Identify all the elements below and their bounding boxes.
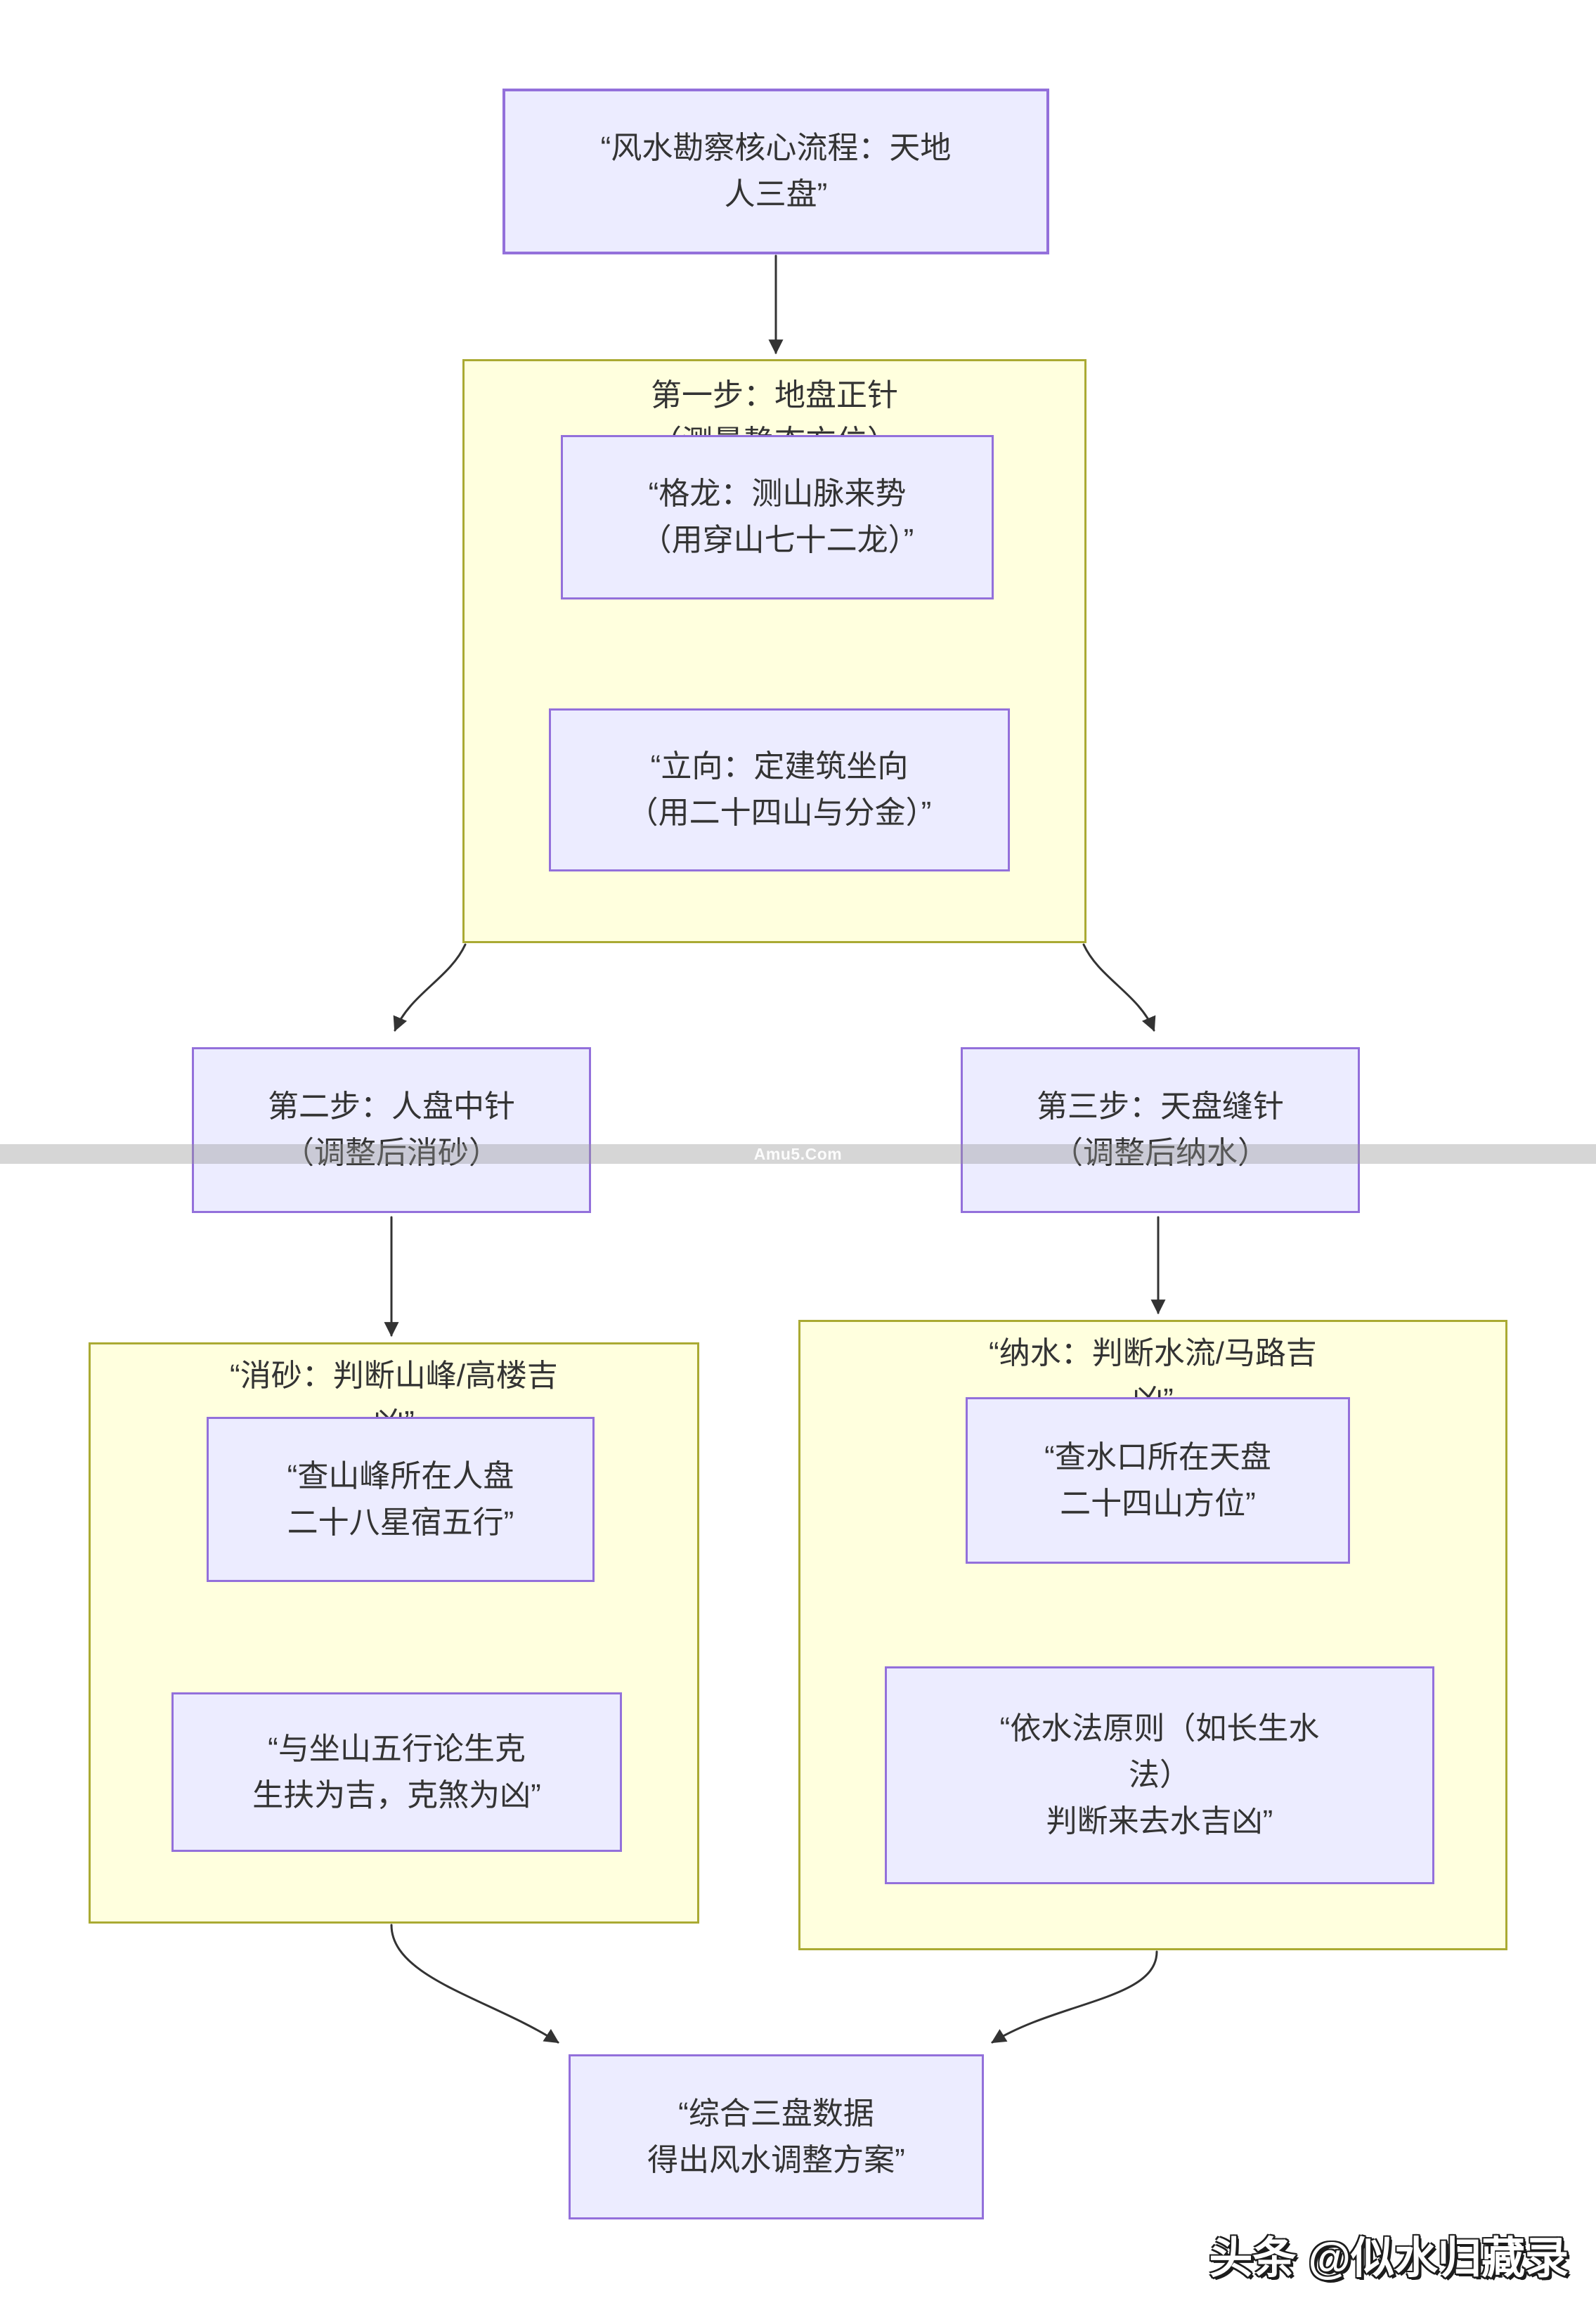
cluster-nashui: “纳水：判断水流/马路吉 凶” “查水口所在天盘 二十四山方位” “依水法原则（… (798, 1320, 1507, 1950)
node-lixiang-line2: （用二十四山与分金）” (627, 796, 932, 830)
watermark-band: Amu5.Com (0, 1144, 1596, 1164)
footer-watermark: 头条 @似水归藏录 (1209, 2234, 1569, 2283)
cluster-xiaosha-title-line1: “消砂：判断山峰/高楼吉 (230, 1359, 558, 1393)
cluster-step1-title-line: 第一步：地盘正针 (651, 378, 898, 413)
node-wuxing-shengke-line1: “与坐山五行论生克 (268, 1731, 526, 1766)
node-lixiang-line1: “立向：定建筑坐向 (650, 749, 909, 784)
edge-cluster3-to-final (991, 1950, 1158, 2044)
cluster-nashui-title-line1: “纳水：判断水流/马路吉 (989, 1336, 1317, 1370)
node-step2-line1: 第二步：人盘中针 (268, 1089, 515, 1124)
node-step2-line2: （调整后消砂） (283, 1136, 500, 1170)
node-final-plan-line1: “综合三盘数据 (678, 2096, 874, 2131)
node-final-plan-line2: 得出风水调整方案” (647, 2142, 905, 2177)
node-chashuikou-line1: “查水口所在天盘 (1044, 1439, 1271, 1474)
node-gelong-line1: “格龙：测山脉来势 (648, 476, 907, 511)
edge-cluster1-to-step2 (393, 943, 467, 1032)
node-shuifa-line2: 法） (1129, 1758, 1190, 1792)
node-final-plan: “综合三盘数据 得出风水调整方案” (569, 2054, 984, 2219)
node-gelong-line2: （用穿山七十二龙）” (640, 523, 914, 557)
node-shuifa-line1: “依水法原则（如长生水 (999, 1711, 1320, 1746)
node-chashanfeng-line1: “查山峰所在人盘 (287, 1458, 514, 1493)
cluster-step1-dipan: 第一步：地盘正针 （测量静态方位） “格龙：测山脉来势 （用穿山七十二龙）” “… (462, 359, 1086, 943)
node-process-title: “风水勘察核心流程：天地 人三盘” (502, 89, 1049, 254)
cluster-xiaosha: “消砂：判断山峰/高楼吉 凶” “查山峰所在人盘 二十八星宿五行” “与坐山五行… (89, 1342, 699, 1924)
node-chashanfeng: “查山峰所在人盘 二十八星宿五行” (207, 1417, 595, 1582)
edge-cluster2-to-final (390, 1924, 559, 2044)
node-chashuikou-line2: 二十四山方位” (1060, 1486, 1256, 1521)
node-shuifa: “依水法原则（如长生水 法） 判断来去水吉凶” (885, 1666, 1434, 1884)
watermark-band-text: Amu5.Com (753, 1144, 843, 1163)
node-lixiang: “立向：定建筑坐向 （用二十四山与分金）” (549, 708, 1010, 871)
node-step3-line1: 第三步：天盘缝针 (1037, 1089, 1284, 1124)
edge-cluster1-to-step3 (1082, 943, 1156, 1032)
node-step2-renpan: 第二步：人盘中针 （调整后消砂） (192, 1047, 591, 1213)
node-step3-line2: （调整后纳水） (1052, 1136, 1269, 1170)
node-wuxing-shengke: “与坐山五行论生克 生扶为吉，克煞为凶” (171, 1692, 622, 1852)
node-process-title-line1: “风水勘察核心流程：天地 (600, 131, 952, 165)
node-process-title-line2: 人三盘” (724, 177, 828, 212)
node-gelong: “格龙：测山脉来势 （用穿山七十二龙）” (561, 435, 994, 599)
node-shuifa-line3: 判断来去水吉凶” (1046, 1804, 1273, 1839)
node-chashanfeng-line2: 二十八星宿五行” (287, 1505, 514, 1540)
node-wuxing-shengke-line2: 生扶为吉，克煞为凶” (252, 1777, 541, 1813)
node-chashuikou: “查水口所在天盘 二十四山方位” (966, 1397, 1350, 1564)
node-step3-tianpan: 第三步：天盘缝针 （调整后纳水） (961, 1047, 1360, 1213)
